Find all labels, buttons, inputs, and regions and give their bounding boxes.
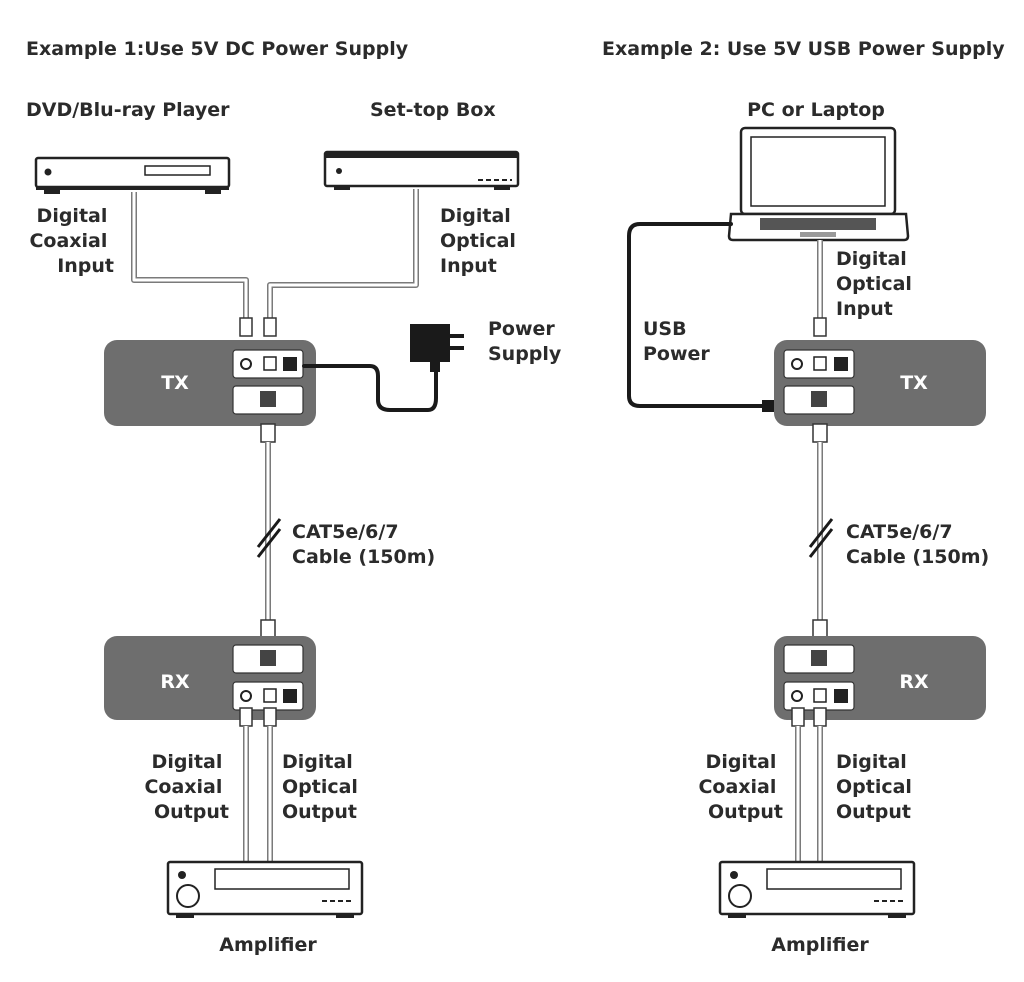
tx-label-ex1: TX (161, 372, 189, 394)
rx-label-ex2: RX (899, 671, 929, 693)
amplifier-device-ex1 (166, 860, 364, 918)
tx-unit-ex2: TX (774, 340, 986, 426)
tx-label-ex2: TX (900, 372, 928, 394)
example-2: Example 2: Use 5V USB Power Supply PC or… (602, 38, 1005, 956)
cable-label-ex2: CAT5e/6/7 Cable (150m) (846, 521, 989, 568)
optical-input-label-ex2: Digital Optical Input (836, 248, 919, 320)
rx-unit-ex2: RX (774, 636, 986, 720)
example-1: Example 1:Use 5V DC Power Supply DVD/Blu… (26, 38, 562, 956)
rx-unit-ex1: RX (104, 636, 316, 720)
coax-output-label-ex2: Digital Coaxial Output (698, 751, 783, 823)
input-cables-ex1 (131, 189, 419, 337)
power-supply-label: Power Supply (488, 318, 562, 365)
example-1-title: Example 1:Use 5V DC Power Supply (26, 38, 409, 60)
optical-output-label-ex1: Digital Optical Output (282, 751, 365, 823)
amplifier-device-ex2 (718, 860, 916, 918)
output-cables-ex2 (791, 707, 827, 862)
dvd-player-label: DVD/Blu-ray Player (26, 99, 230, 121)
coax-output-label-ex1: Digital Coaxial Output (144, 751, 229, 823)
optical-output-label-ex2: Digital Optical Output (836, 751, 919, 823)
cable-label-ex1: CAT5e/6/7 Cable (150m) (292, 521, 435, 568)
amplifier-label-ex1: Amplifier (219, 934, 317, 956)
optical-input-label-ex1: Digital Optical Input (440, 205, 523, 277)
tx-unit-ex1: TX (104, 340, 316, 426)
cat-cable-ex1 (256, 423, 282, 639)
coax-input-label-ex1: Digital Coaxial Input (29, 205, 114, 277)
laptop-label: PC or Laptop (747, 99, 885, 121)
set-top-box-device (323, 150, 520, 190)
laptop-device (727, 126, 910, 242)
example-2-title: Example 2: Use 5V USB Power Supply (602, 38, 1005, 60)
usb-power-label: USB Power (643, 318, 710, 365)
optical-input-cable-ex2 (813, 240, 827, 337)
rx-label-ex1: RX (160, 671, 190, 693)
cat-cable-ex2 (808, 423, 834, 639)
dvd-player-device (34, 156, 231, 194)
set-top-box-label: Set-top Box (370, 99, 496, 121)
output-cables-ex1 (239, 707, 277, 862)
amplifier-label-ex2: Amplifier (771, 934, 869, 956)
power-supply-adapter (302, 324, 464, 412)
